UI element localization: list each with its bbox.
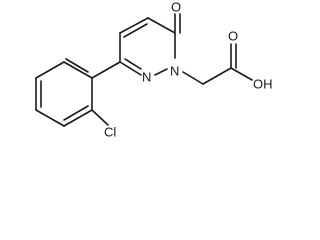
bond-ring-co-to-ch bbox=[147, 17, 176, 34]
bond-ring-c3-n2-double-inner bbox=[124, 58, 142, 70]
molecule-drawing: O N N O OH Cl bbox=[35, 0, 273, 139]
bond-ring-ch-ch-double-inner bbox=[123, 23, 148, 38]
atom-label-nitrogen-1: N bbox=[170, 63, 179, 78]
bond-ch2-cooh bbox=[202, 67, 232, 85]
chemical-structure-figure: O N N O OH Cl bbox=[35, 0, 273, 140]
bond-ring-c3-n2-double bbox=[119, 61, 142, 76]
bond-ph-e-f bbox=[63, 109, 93, 127]
bond-ring-n2-n1 bbox=[154, 68, 168, 76]
bond-ph-e-f-inner bbox=[63, 105, 89, 121]
atom-label-keto-oxygen: O bbox=[171, 0, 181, 14]
bond-c-cl bbox=[91, 109, 109, 126]
atom-label-hydroxyl: OH bbox=[253, 76, 273, 91]
bond-ph-b-c bbox=[35, 61, 65, 79]
bond-ring-ch-ch-double bbox=[119, 17, 149, 34]
bond-ph-a-b-inner bbox=[65, 58, 89, 73]
bond-n1-ch2 bbox=[182, 71, 204, 85]
atom-label-carbonyl-oxygen: O bbox=[228, 28, 238, 43]
bond-ph-d-e bbox=[35, 109, 65, 127]
atom-label-chlorine: Cl bbox=[104, 124, 116, 139]
atom-label-nitrogen-2: N bbox=[142, 69, 151, 84]
bond-cooh-hydroxyl bbox=[230, 67, 253, 81]
bond-ph-a-b bbox=[63, 61, 93, 79]
bond-c3-phenyl bbox=[91, 61, 121, 79]
